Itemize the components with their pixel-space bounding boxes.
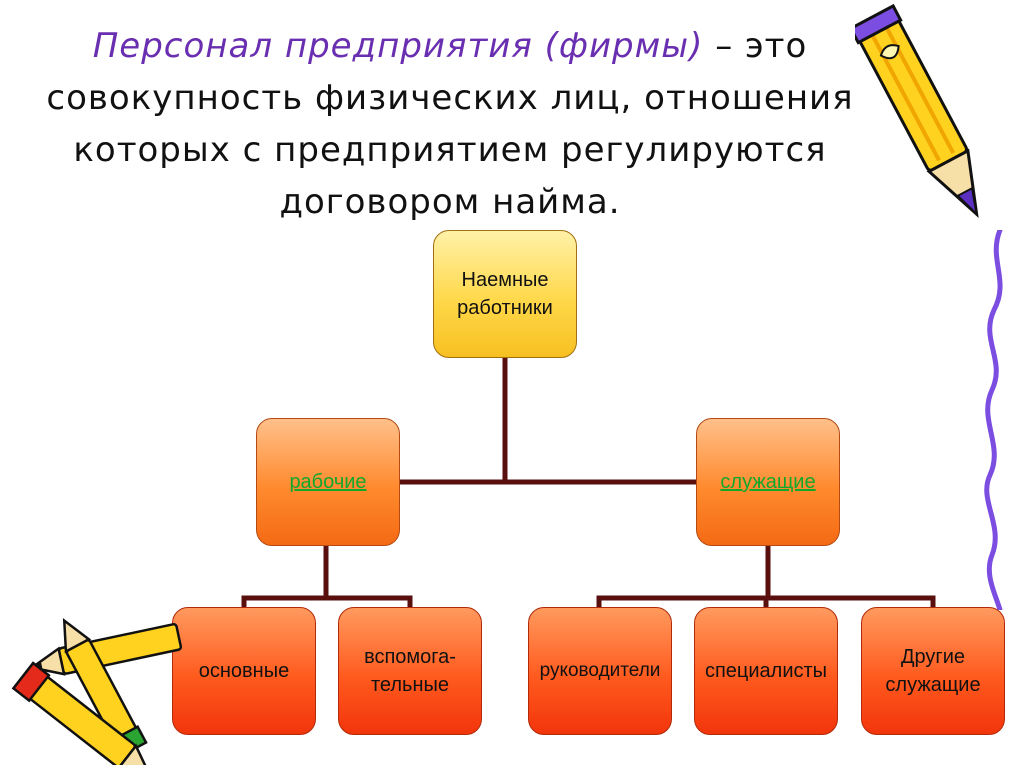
node-employees[interactable]: служащие [696,418,840,546]
title-line-3: которых с предприятием регулируются [73,130,827,170]
node-specialists: специалисты [694,607,838,735]
node-workers-link[interactable]: рабочие [289,471,367,493]
title-line-1: Персонал предприятия (фирмы) – это [20,20,880,72]
wavy-line-icon [984,230,1003,610]
title-line-2: совокупность физических лиц, отношения [46,78,854,118]
node-workers[interactable]: рабочие [256,418,400,546]
node-hired-workers-label: Наемные работники [457,269,553,319]
node-main-workers-label: основные [198,660,290,682]
title-term: Персонал предприятия (фирмы) [92,26,704,66]
node-auxiliary-workers-label: вспомога- тельные [364,646,456,696]
node-hired-workers: Наемные работники [433,230,577,358]
pencils-group-icon [11,618,183,765]
node-specialists-label: специалисты [704,660,828,682]
node-other-employees-label: Другие служащие [885,646,981,696]
title-line-1-rest: – это [703,26,808,66]
node-other-employees: Другие служащие [861,607,1005,735]
node-employees-link[interactable]: служащие [720,471,816,493]
node-managers-label: руководители [539,660,661,681]
title-line-4: договором найма. [279,182,621,222]
pencil-icon [855,3,979,218]
slide-title: Персонал предприятия (фирмы) – это совок… [20,20,880,228]
node-managers: руководители [528,607,672,735]
node-main-workers: основные [172,607,316,735]
node-auxiliary-workers: вспомога- тельные [338,607,482,735]
